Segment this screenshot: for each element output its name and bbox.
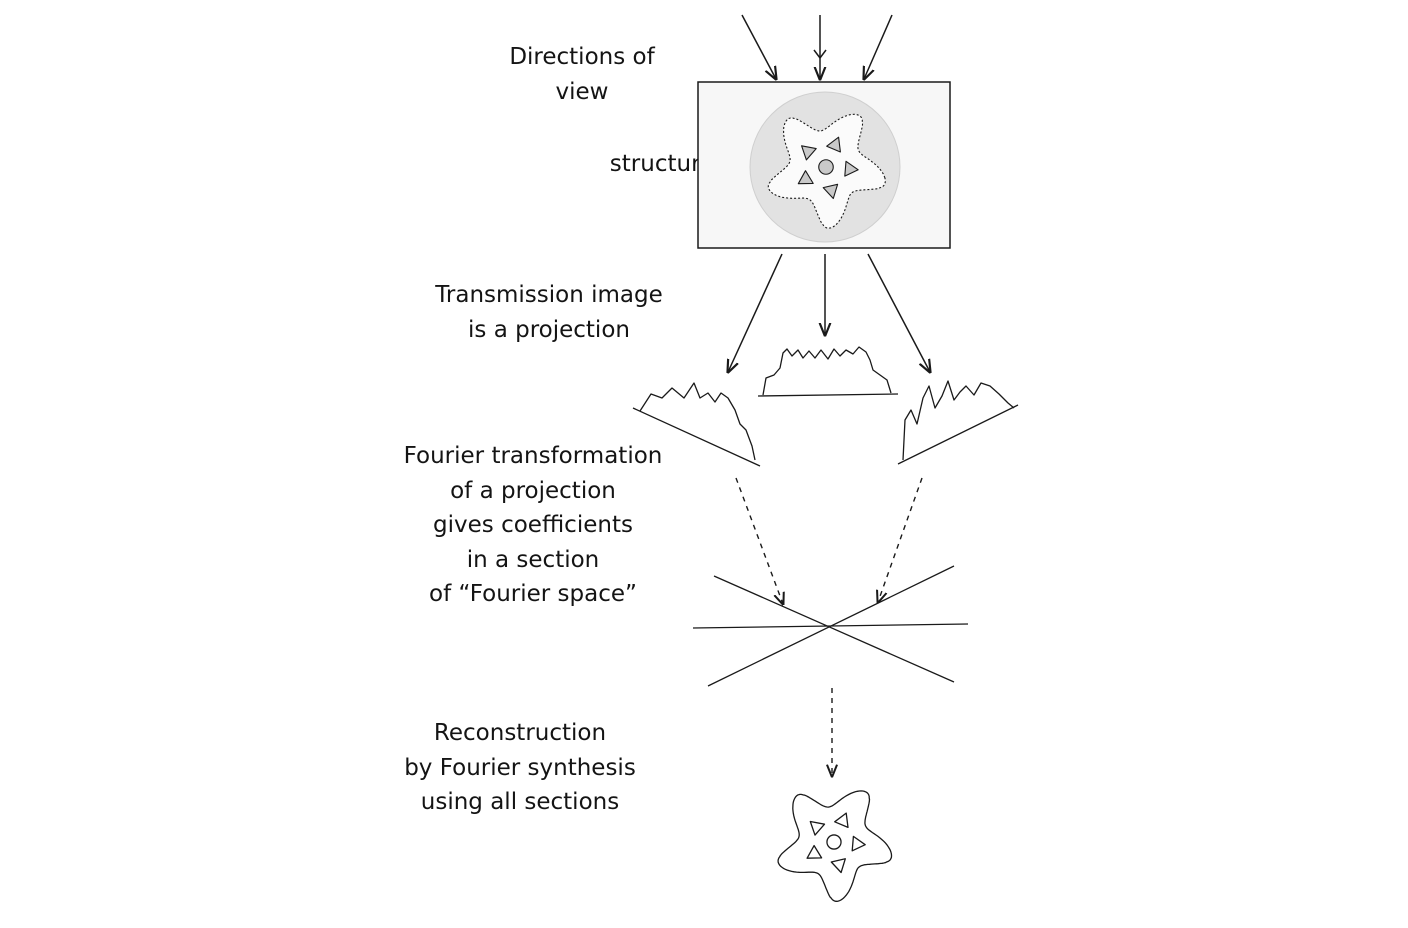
projection-center-trace [762,346,892,396]
structure-pinwheel-subunit [822,183,839,200]
structure-panel [697,81,951,249]
reconstruction-label-line-1: Reconstruction [433,720,607,746]
projection-center-baseline [757,393,899,397]
fourier-section-rising [707,565,955,687]
direction-arrow-left [741,14,776,79]
fourier-space-sections [692,565,969,687]
fourier-label-line-4: in a section [466,546,600,573]
direction-arrows [741,14,893,79]
projection-left-baseline [632,407,761,467]
directions-label-line-1: Directions of [509,44,655,70]
structure-pinwheel-subunit [801,145,817,161]
projection-profile-right [897,380,1019,465]
structure-pinwheel-subunit [826,136,841,153]
projection-profile-left [632,382,761,467]
directions-label-line-2: view [555,78,609,105]
fourier-transformation-label: Fourier transformation of a projection g… [388,439,678,612]
fourier-arrows [735,477,923,776]
structure-label-text: structure [609,151,715,177]
projection-profiles [632,346,1019,467]
transmission-label-line-1: Transmission image [435,282,663,308]
reconstruction-pinwheel-subunit [830,858,846,874]
directions-of-view-label: Directions of view [470,40,694,109]
direction-arrow-center-tick [813,49,827,60]
fourier-arrow-right [878,477,923,602]
reconstruction-pinwheel-subunit [809,820,826,836]
transmission-image-label: Transmission image is a projection [414,278,684,347]
reconstruction-pinwheel-hub [826,834,842,850]
reconstruction-pinwheel-subunit [834,812,849,829]
projection-left-trace [639,382,756,461]
projection-right-baseline [897,404,1019,465]
structure-label: structure [600,147,724,182]
reconstruction-pinwheel [777,790,893,902]
structure-pinwheel-subunit [797,170,814,185]
projection-arrow-left [728,253,783,372]
reconstruction-pinwheel-subunit [806,844,823,859]
projection-arrows [728,253,930,372]
projection-profile-center [757,346,899,397]
fourier-label-line-2: of a projection [450,477,616,504]
direction-arrow-right [864,14,893,79]
reconstruction-label-line-3: using all sections [420,789,620,815]
reconstruction-label: Reconstruction by Fourier synthesis usin… [390,716,650,820]
projection-right-trace [902,380,1015,461]
fourier-section-falling [713,575,955,683]
reconstruction-pinwheel-subunit [851,835,866,852]
transmission-label-line-2: is a projection [468,316,630,343]
structure-pinwheel-subunit [844,160,859,177]
fourier-label-line-5: of “Fourier space” [429,581,637,607]
structure-pinwheel [767,113,886,229]
fourier-arrow-left [735,477,783,604]
fourier-label-line-1: Fourier transformation [403,443,663,469]
projection-arrow-right [867,253,930,372]
fourier-label-line-3: gives coefficients [433,512,633,538]
reconstruction-label-line-2: by Fourier synthesis [404,754,636,781]
structure-pinwheel-hub [818,159,834,175]
